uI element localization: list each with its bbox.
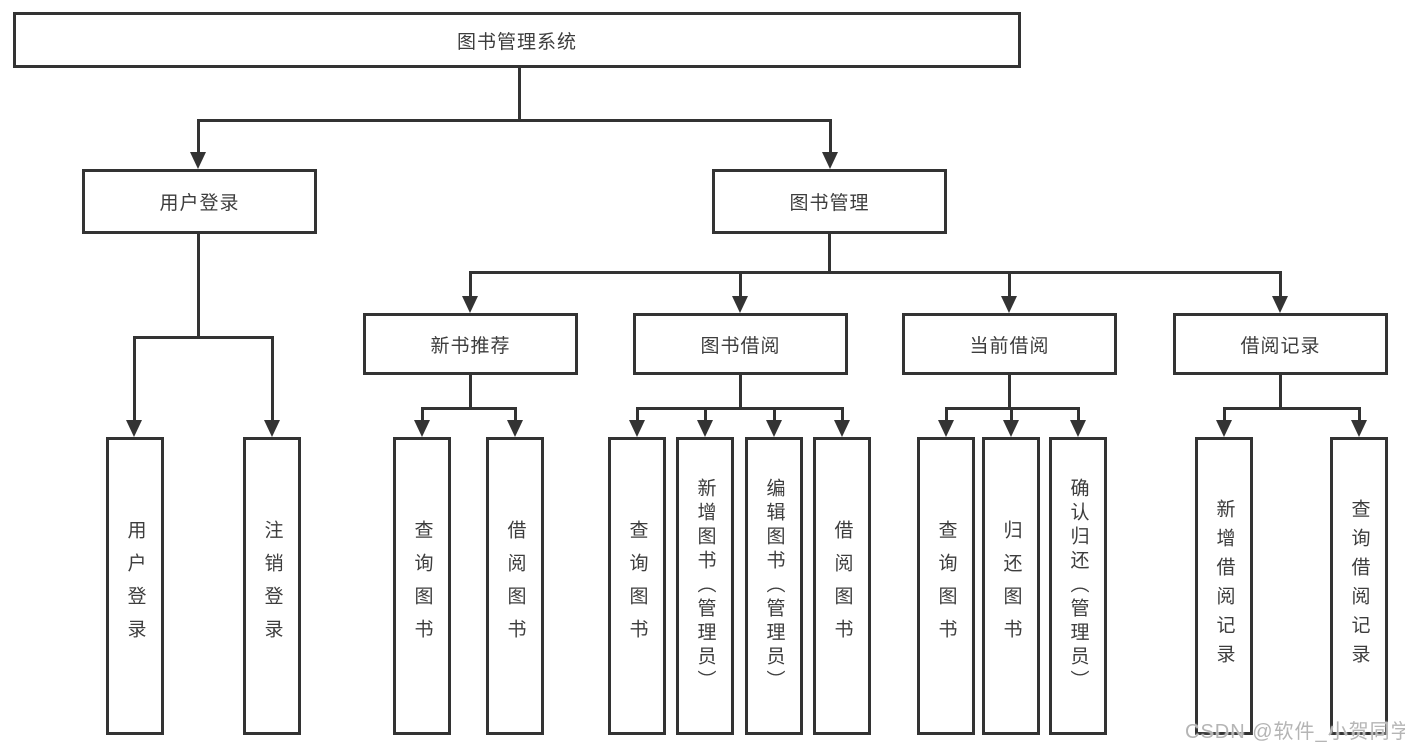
node-current-borrow: 当前借阅 [902, 313, 1117, 375]
node-book-management: 图书管理 [712, 169, 947, 234]
connector-leaf-drop [773, 407, 776, 422]
connector-level1-bar [197, 119, 831, 122]
connector-records-bar [1224, 407, 1360, 410]
arrow-head-icon [938, 420, 954, 437]
connector-leaf-drop [841, 407, 844, 422]
connector-borrow-bar [637, 407, 843, 410]
arrow-head-icon [264, 420, 280, 437]
leaf-borrow-books-label: 借阅图书 [831, 520, 853, 652]
leaf-edit-books-admin: 编辑图书（管理员） [745, 437, 803, 735]
connector-module-drop [469, 271, 472, 298]
leaf-logout: 注销登录 [243, 437, 301, 735]
arrow-head-icon [190, 152, 206, 169]
connector-leaf-drop [945, 407, 948, 422]
arrow-head-icon [1001, 296, 1017, 313]
connector-user-login-bar [133, 336, 274, 339]
leaf-query-books-current: 查询图书 [917, 437, 975, 735]
connector-leaf-drop [1358, 407, 1361, 422]
leaf-query-books-label: 查询图书 [626, 520, 648, 652]
node-book-management-label: 图书管理 [789, 193, 870, 214]
node-root-label: 图书管理系统 [456, 31, 577, 53]
leaf-borrow-books-label: 借阅图书 [504, 520, 526, 652]
connector-module-drop [1279, 271, 1282, 298]
leaf-user-login-label: 用户登录 [124, 520, 146, 652]
connector-leaf-drop [421, 407, 424, 422]
csdn-watermark: CSDN @软件_小贺同学 [1185, 721, 1405, 743]
node-new-book-recommend-label: 新书推荐 [430, 335, 511, 357]
arrow-head-icon [1070, 420, 1086, 437]
connector-leaf-drop [271, 336, 274, 421]
connector-module-drop [1008, 271, 1011, 298]
leaf-add-borrow-record: 新增借阅记录 [1195, 437, 1253, 735]
arrow-head-icon [1003, 420, 1019, 437]
connector-root-stem [518, 68, 521, 119]
node-book-borrow: 图书借阅 [633, 313, 848, 375]
arrow-head-icon [507, 420, 523, 437]
connector-leaf-drop [1077, 407, 1080, 422]
connector-current-stem [1008, 375, 1011, 407]
leaf-query-books-label: 查询图书 [935, 520, 957, 652]
connector-level3-bar [469, 271, 1282, 274]
leaf-logout-label: 注销登录 [261, 520, 283, 652]
arrow-head-icon [834, 420, 850, 437]
connector-leaf-drop [1010, 407, 1013, 422]
connector-leaf-drop [133, 336, 136, 421]
leaf-query-books-label: 查询图书 [411, 520, 433, 652]
connector-user-login-stem [197, 234, 200, 336]
arrow-head-icon [462, 296, 478, 313]
node-root: 图书管理系统 [13, 12, 1021, 68]
connector-records-stem [1279, 375, 1282, 407]
arrow-head-icon [1272, 296, 1288, 313]
node-current-borrow-label: 当前借阅 [969, 335, 1050, 357]
node-user-login-label: 用户登录 [159, 193, 240, 214]
arrow-head-icon [697, 420, 713, 437]
leaf-query-borrow-record: 查询借阅记录 [1330, 437, 1388, 735]
arrow-head-icon [126, 420, 142, 437]
arrow-head-icon [1216, 420, 1232, 437]
arrow-head-icon [822, 152, 838, 169]
node-borrow-records: 借阅记录 [1173, 313, 1388, 375]
connector-user-login-drop [197, 119, 200, 154]
connector-leaf-drop [1223, 407, 1226, 422]
leaf-add-books-admin-label: 新增图书（管理员） [694, 478, 716, 694]
node-user-login: 用户登录 [82, 169, 317, 234]
leaf-query-borrow-record-label: 查询借阅记录 [1348, 499, 1370, 673]
leaf-confirm-return-admin: 确认归还（管理员） [1049, 437, 1107, 735]
leaf-borrow-books: 借阅图书 [813, 437, 871, 735]
leaf-query-books-recommend: 查询图书 [393, 437, 451, 735]
arrow-head-icon [1351, 420, 1367, 437]
connector-book-mgmt-drop [829, 119, 832, 154]
leaf-return-books-label: 归还图书 [1000, 520, 1022, 652]
connector-recommend-bar [422, 407, 517, 410]
connector-book-mgmt-stem [828, 234, 831, 271]
connector-leaf-drop [514, 407, 517, 422]
arrow-head-icon [414, 420, 430, 437]
node-borrow-records-label: 借阅记录 [1240, 335, 1321, 357]
leaf-edit-books-admin-label: 编辑图书（管理员） [763, 478, 785, 694]
leaf-return-books: 归还图书 [982, 437, 1040, 735]
connector-module-drop [739, 271, 742, 298]
connector-borrow-stem [739, 375, 742, 407]
leaf-borrow-books-recommend: 借阅图书 [486, 437, 544, 735]
node-new-book-recommend: 新书推荐 [363, 313, 578, 375]
node-book-borrow-label: 图书借阅 [700, 335, 781, 357]
connector-leaf-drop [636, 407, 639, 422]
arrow-head-icon [629, 420, 645, 437]
connector-recommend-stem [469, 375, 472, 407]
leaf-user-login: 用户登录 [106, 437, 164, 735]
leaf-query-books-borrow: 查询图书 [608, 437, 666, 735]
arrow-head-icon [732, 296, 748, 313]
connector-leaf-drop [704, 407, 707, 422]
leaf-confirm-return-admin-label: 确认归还（管理员） [1067, 478, 1089, 694]
leaf-add-books-admin: 新增图书（管理员） [676, 437, 734, 735]
leaf-add-borrow-record-label: 新增借阅记录 [1213, 499, 1235, 673]
arrow-head-icon [766, 420, 782, 437]
